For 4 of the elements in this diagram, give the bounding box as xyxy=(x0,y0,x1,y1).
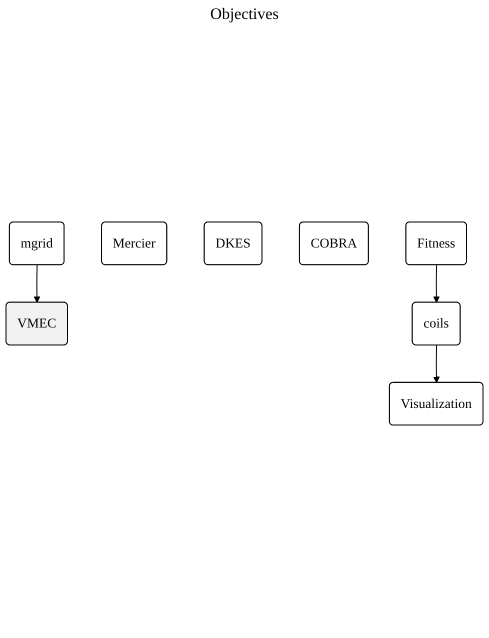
arrow xyxy=(433,345,440,384)
arrow xyxy=(34,265,40,304)
group-label: Objectives xyxy=(209,6,280,24)
arrow xyxy=(433,265,440,304)
